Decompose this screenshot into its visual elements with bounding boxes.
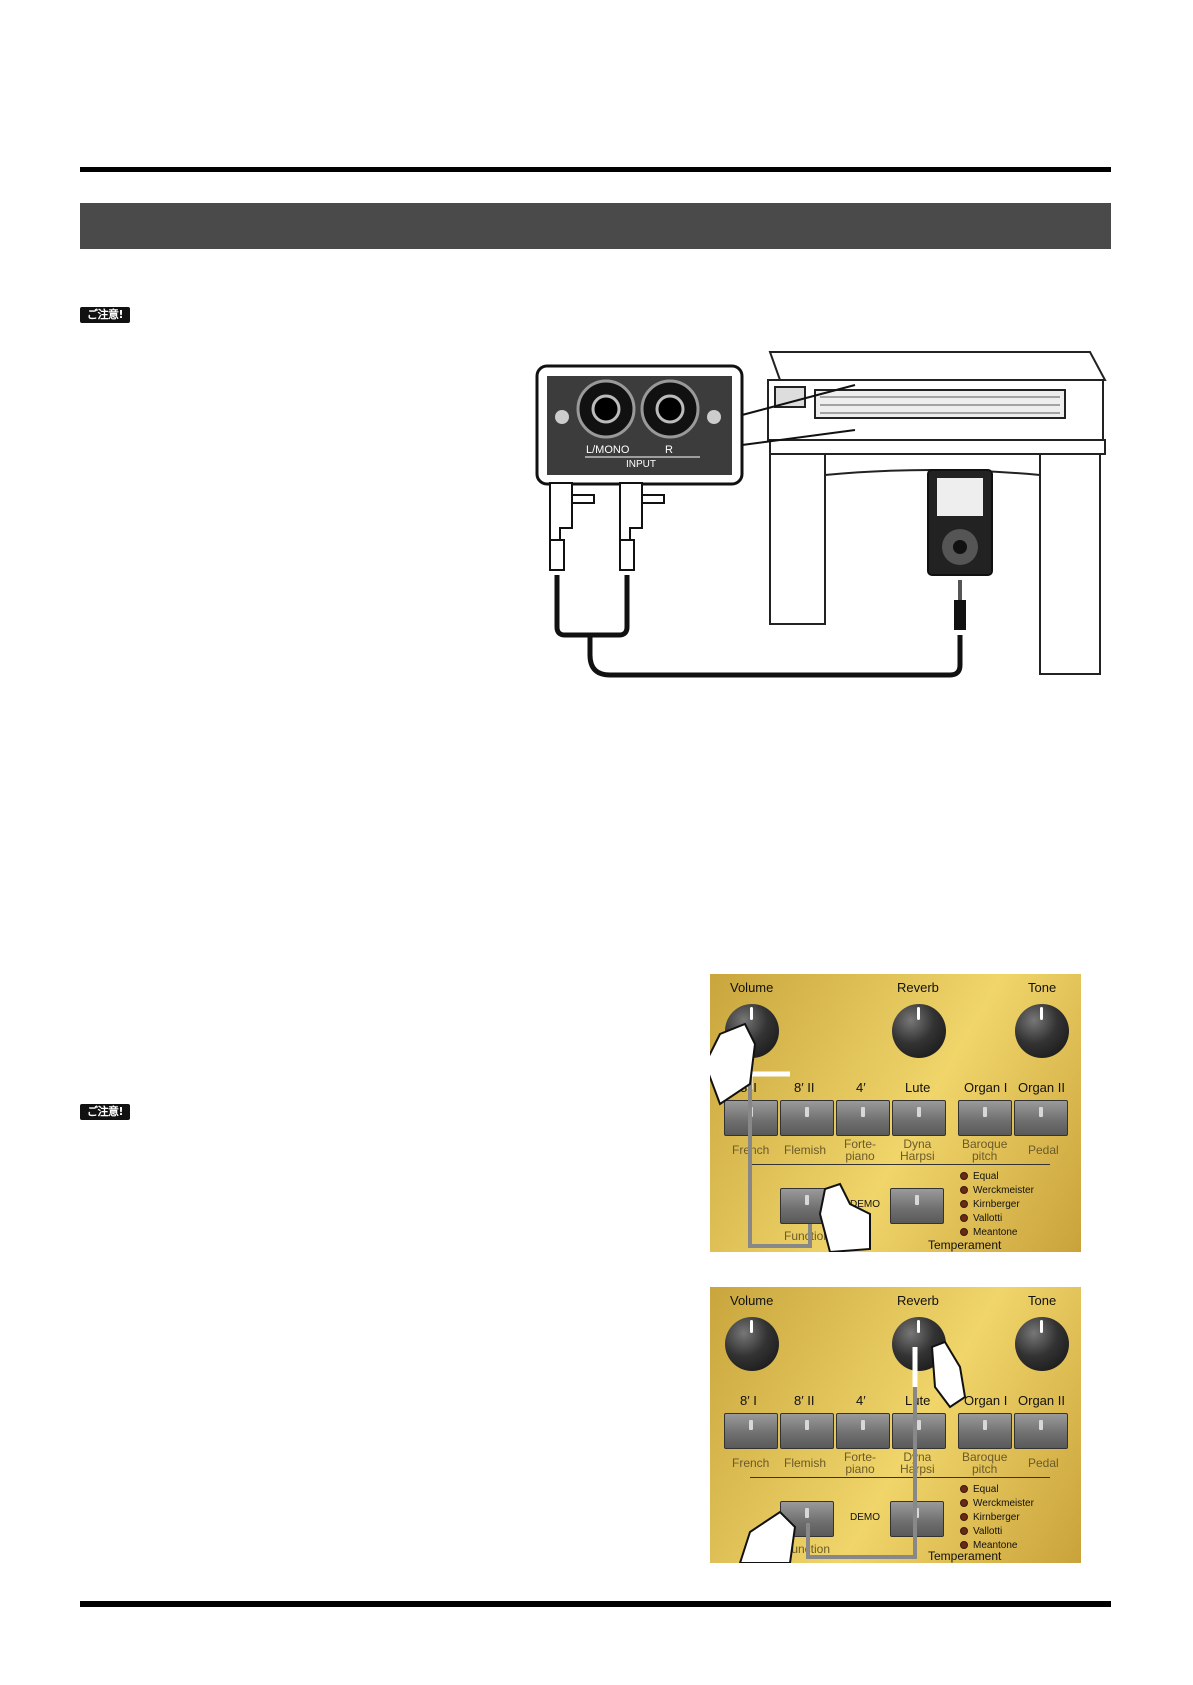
sublabel-dynaharpsi: Dyna Harpsi	[900, 1137, 935, 1163]
harpsichord-illustration	[767, 351, 1107, 675]
temperament-kirnberger: Kirnberger	[973, 1199, 1020, 1210]
temperament-button[interactable]	[890, 1188, 944, 1224]
volume-knob[interactable]	[725, 1317, 779, 1371]
sublabel-pedal: Pedal	[1028, 1456, 1059, 1470]
button-4[interactable]	[836, 1100, 890, 1136]
temperament-kirnberger: Kirnberger	[973, 1512, 1020, 1523]
tone-label: Tone	[1028, 980, 1057, 995]
button-label-lute: Lute	[905, 1080, 931, 1095]
sublabel-baroque-pitch: Baroque pitch	[962, 1450, 1008, 1476]
button-label-8-ii: 8′ II	[794, 1393, 815, 1408]
sublabel-dynaharpsi: Dyna Harpsi	[900, 1450, 935, 1476]
control-panel-step2: Volume Reverb Tone 8′ I 8′ II 4′ Lute Or…	[710, 1287, 1081, 1563]
temperament-vallotti: Vallotti	[973, 1526, 1003, 1537]
sublabel-fortepiano: Forte- piano	[844, 1450, 877, 1476]
input-jack-panel: L/MONO R INPUT	[535, 364, 856, 486]
temperament-werckmeister: Werckmeister	[973, 1185, 1034, 1196]
button-organ-ii[interactable]	[1014, 1100, 1068, 1136]
temperament-meantone: Meantone	[973, 1227, 1018, 1238]
temperament-leds: Equal Werckmeister Kirnberger Vallotti M…	[960, 1170, 1034, 1240]
input-group-label: INPUT	[626, 459, 656, 470]
function-label: Function	[784, 1229, 831, 1243]
bottom-rule	[80, 1601, 1111, 1607]
sublabel-french: French	[732, 1456, 770, 1470]
section-header-bar	[80, 203, 1111, 249]
button-organ-ii[interactable]	[1014, 1413, 1068, 1449]
button-label-8-i: 8′ I	[740, 1393, 757, 1408]
button-4[interactable]	[836, 1413, 890, 1449]
temperament-equal: Equal	[973, 1484, 999, 1495]
temperament-equal: Equal	[973, 1171, 999, 1182]
button-lute[interactable]	[892, 1100, 946, 1136]
button-organ-i[interactable]	[958, 1100, 1012, 1136]
demo-label: DEMO	[850, 1512, 880, 1523]
button-label-organ-ii: Organ II	[1018, 1080, 1065, 1095]
button-label-organ-ii: Organ II	[1018, 1393, 1065, 1408]
demo-label: DEMO	[850, 1199, 880, 1210]
control-panel-step1: Volume Reverb Tone 8′ I 8′ II 4′ Lute Or…	[710, 974, 1081, 1252]
caution-badge-2: ご注意!	[80, 1104, 130, 1120]
audio-player-illustration	[927, 469, 993, 630]
reverb-knob[interactable]	[892, 1004, 946, 1058]
left-jack-label: L/MONO	[586, 444, 630, 456]
temperament-vallotti: Vallotti	[973, 1213, 1003, 1224]
right-jack-label: R	[665, 444, 673, 456]
button-label-4: 4′	[856, 1393, 866, 1408]
audio-plugs	[549, 482, 665, 571]
temperament-label: Temperament	[928, 1549, 1002, 1563]
temperament-leds: Equal Werckmeister Kirnberger Vallotti M…	[960, 1483, 1034, 1553]
sublabel-flemish: Flemish	[784, 1456, 827, 1470]
button-8-i[interactable]	[724, 1413, 778, 1449]
reverb-label: Reverb	[897, 980, 939, 995]
sublabel-baroque-pitch: Baroque pitch	[962, 1137, 1008, 1163]
sublabel-flemish: Flemish	[784, 1143, 827, 1157]
button-label-4: 4′	[856, 1080, 866, 1095]
audio-cable	[554, 575, 963, 678]
button-label-organ-i: Organ I	[964, 1080, 1008, 1095]
hand-pointer-icon	[710, 1022, 871, 1252]
button-label-organ-i: Organ I	[964, 1393, 1008, 1408]
button-label-8-ii: 8′ II	[794, 1080, 815, 1095]
hand-pointer-icon	[738, 1340, 967, 1563]
caution-badge: ご注意!	[80, 307, 130, 323]
button-8-ii[interactable]	[780, 1100, 834, 1136]
volume-label: Volume	[730, 980, 774, 995]
reverb-label: Reverb	[897, 1293, 939, 1308]
top-rule	[80, 167, 1111, 172]
temperament-meantone: Meantone	[973, 1540, 1018, 1551]
button-label-lute: Lute	[905, 1393, 931, 1408]
temperament-label: Temperament	[928, 1238, 1002, 1252]
volume-label: Volume	[730, 1293, 774, 1308]
tone-knob[interactable]	[1015, 1317, 1069, 1371]
button-organ-i[interactable]	[958, 1413, 1012, 1449]
button-lute[interactable]	[892, 1413, 946, 1449]
sublabel-fortepiano: Forte- piano	[844, 1137, 877, 1163]
tone-label: Tone	[1028, 1293, 1057, 1308]
connection-illustration: L/MONO R INPUT	[535, 351, 1107, 678]
temperament-werckmeister: Werckmeister	[973, 1498, 1034, 1509]
button-8-ii[interactable]	[780, 1413, 834, 1449]
tone-knob[interactable]	[1015, 1004, 1069, 1058]
sublabel-pedal: Pedal	[1028, 1143, 1059, 1157]
